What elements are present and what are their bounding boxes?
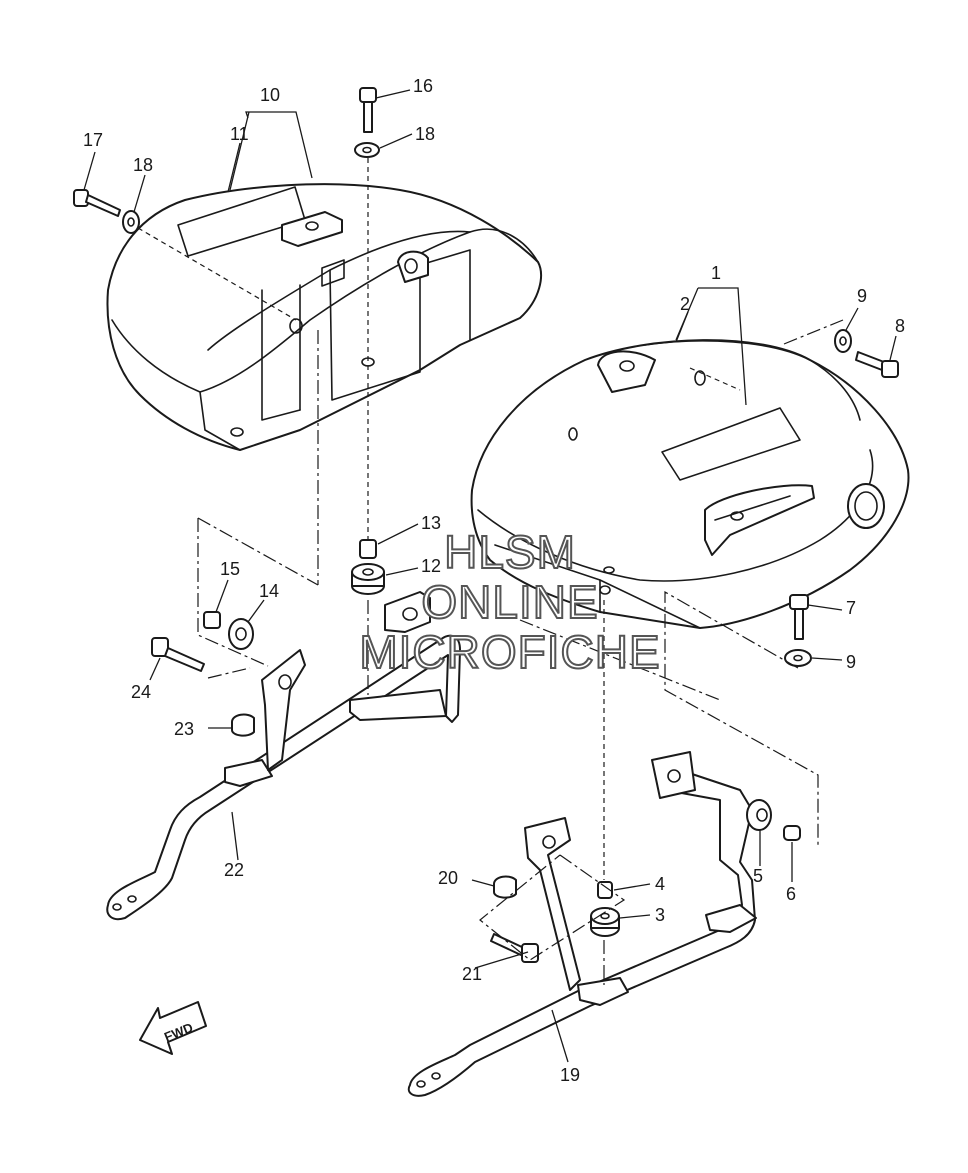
callout-24: 24 xyxy=(131,682,151,702)
right-saddlebag xyxy=(470,339,910,629)
washer-18-top xyxy=(354,142,380,158)
callout-1: 1 xyxy=(711,263,721,283)
assembly-lines xyxy=(137,158,844,985)
callout-21: 21 xyxy=(462,964,482,984)
callout-9-bottom: 9 xyxy=(846,652,856,672)
callout-16: 16 xyxy=(413,76,433,96)
bolt-17 xyxy=(73,189,121,217)
watermark: HLSM ONLINE MICROFICHE xyxy=(358,525,660,679)
left-stay xyxy=(106,591,461,921)
callout-8: 8 xyxy=(895,316,905,336)
callout-19: 19 xyxy=(560,1065,580,1085)
callout-18-top: 18 xyxy=(415,124,435,144)
fwd-arrow: FWD xyxy=(139,1001,207,1055)
collar-15 xyxy=(203,611,221,629)
callout-18-left: 18 xyxy=(133,155,153,175)
cap-23 xyxy=(231,713,255,737)
left-saddlebag xyxy=(106,183,542,451)
collar-6 xyxy=(783,825,801,841)
bolt-7 xyxy=(789,594,809,640)
callout-labels: 1 2 3 4 5 6 7 8 9 9 10 11 12 13 14 15 16… xyxy=(83,76,905,1085)
collar-4 xyxy=(597,881,613,899)
callout-4: 4 xyxy=(655,874,665,894)
washer-18-left xyxy=(122,210,140,234)
grommet-14 xyxy=(228,618,254,650)
callout-22: 22 xyxy=(224,860,244,880)
right-stay xyxy=(407,751,757,1097)
bolt-24 xyxy=(151,637,205,672)
callout-10: 10 xyxy=(260,85,280,105)
grommet-12 xyxy=(351,563,385,595)
callout-11: 11 xyxy=(230,124,249,144)
grommet-5 xyxy=(746,799,772,831)
cap-20 xyxy=(493,875,517,899)
callout-20: 20 xyxy=(438,868,458,888)
callout-14: 14 xyxy=(259,581,279,601)
washer-9-top xyxy=(834,329,852,353)
washer-9-bottom xyxy=(784,649,812,667)
callout-12: 12 xyxy=(421,556,441,576)
callout-13: 13 xyxy=(421,513,441,533)
callout-7: 7 xyxy=(846,598,856,618)
grommet-3 xyxy=(590,907,620,937)
callout-15: 15 xyxy=(220,559,240,579)
callout-5: 5 xyxy=(753,866,763,886)
bolt-8 xyxy=(855,351,899,378)
watermark-line-1: HLSM xyxy=(444,526,576,578)
callout-6: 6 xyxy=(786,884,796,904)
callout-2: 2 xyxy=(680,294,690,314)
bolt-16 xyxy=(359,87,377,133)
collar-13 xyxy=(359,539,377,559)
watermark-line-3: MICROFICHE xyxy=(359,626,660,678)
leader-lines xyxy=(83,89,897,1063)
callout-3: 3 xyxy=(655,905,665,925)
callout-17: 17 xyxy=(83,130,103,150)
callout-9-top: 9 xyxy=(857,286,867,306)
watermark-line-2: ONLINE xyxy=(421,576,598,628)
callout-23: 23 xyxy=(174,719,194,739)
